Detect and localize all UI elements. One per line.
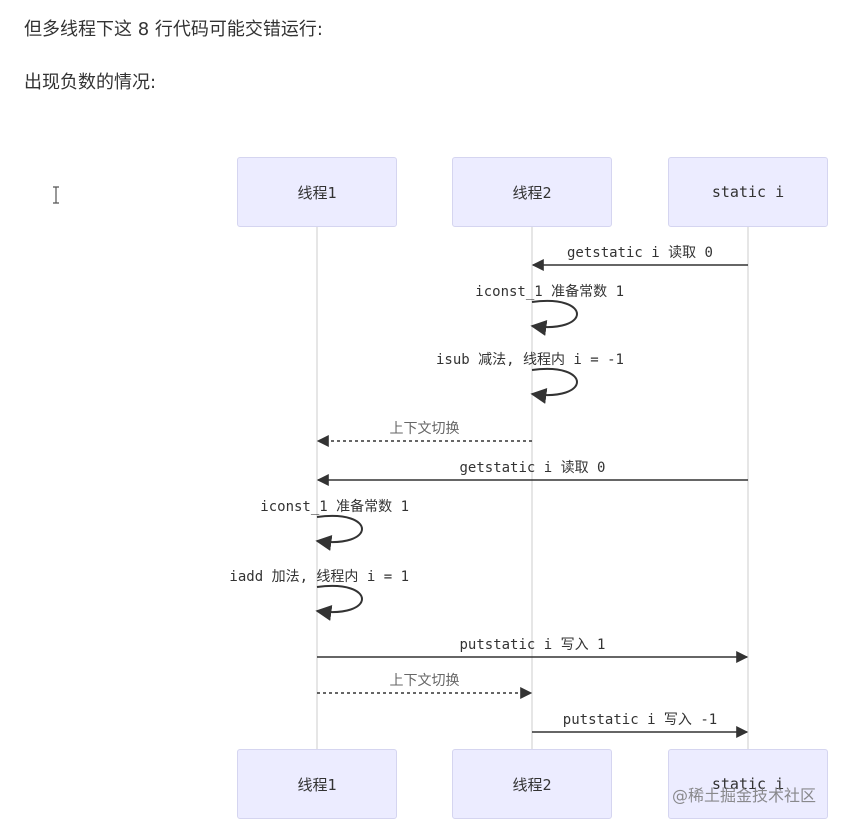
intro-text: 但多线程下这 8 行代码可能交错运行: [24,19,323,40]
actor-t1-top: 线程1 [237,157,397,227]
self-loop-arrow-7 [315,584,363,621]
message-1: getstatic i 读取 0 [531,244,748,271]
message-6: iconst_1 准备常数 1 [260,498,409,551]
message-4: 上下文切换 [316,420,532,447]
message-label-10: putstatic i 写入 -1 [563,712,717,728]
actor-t2-bottom: 线程2 [452,749,612,819]
message-label-6: iconst_1 准备常数 1 [260,498,409,515]
message-label-9: 上下文切换 [390,672,460,689]
message-2: iconst_1 准备常数 1 [475,283,624,336]
message-8: putstatic i 写入 1 [317,637,749,663]
message-9: 上下文切换 [317,672,533,699]
negative-case-text: 出现负数的情况: [24,72,157,93]
message-label-5: getstatic i 读取 0 [459,459,605,476]
self-loop-arrow-6 [315,514,363,551]
message-7: iadd 加法, 线程内 i = 1 [229,569,409,621]
message-10: putstatic i 写入 -1 [532,712,749,738]
actor-si-bottom: static i [668,749,828,819]
message-label-8: putstatic i 写入 1 [459,637,605,653]
message-label-7: iadd 加法, 线程内 i = 1 [229,569,409,585]
self-loop-arrow-3 [530,367,578,404]
actor-t1-bottom: 线程1 [237,749,397,819]
message-label-2: iconst_1 准备常数 1 [475,283,624,300]
self-loop-arrow-2 [530,299,578,336]
actor-si-top: static i [668,157,828,227]
message-5: getstatic i 读取 0 [316,459,748,486]
text-cursor-icon [53,186,59,204]
message-label-4: 上下文切换 [390,420,460,437]
message-3: isub 减法, 线程内 i = -1 [436,352,624,404]
message-label-1: getstatic i 读取 0 [567,244,713,261]
actor-t2-top: 线程2 [452,157,612,227]
message-label-3: isub 减法, 线程内 i = -1 [436,352,624,368]
watermark: @稀土掘金技术社区 [672,786,817,805]
